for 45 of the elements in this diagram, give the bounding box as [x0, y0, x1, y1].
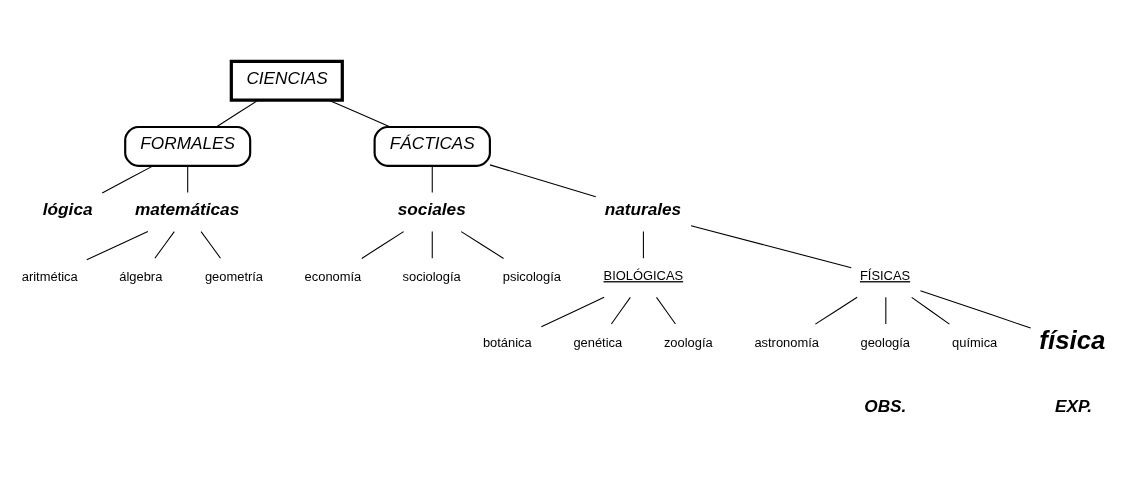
connector	[200, 230, 222, 259]
node-text: geometría	[204, 268, 264, 284]
node-text: sociología	[402, 268, 461, 284]
node-text: botánica	[482, 334, 532, 350]
node-text: sociales	[397, 198, 466, 219]
node-text: química	[952, 334, 998, 350]
label: OBS.	[864, 395, 907, 416]
connector	[460, 230, 505, 259]
node-text: geología	[860, 334, 911, 350]
connector	[814, 296, 858, 325]
node-text: genética	[573, 334, 623, 350]
connector	[328, 99, 391, 128]
connector	[215, 99, 259, 128]
node-text: lógica	[42, 198, 93, 219]
node-text: BIOLÓGICAS	[603, 267, 684, 283]
node-text: matemáticas	[134, 198, 240, 219]
node-text: naturales	[604, 198, 682, 219]
connector	[919, 289, 1032, 329]
node-text: aritmética	[21, 268, 78, 284]
node-text: FÍSICAS	[859, 267, 911, 283]
node-text: física	[1039, 325, 1106, 354]
connector	[154, 230, 175, 259]
connector	[489, 163, 597, 197]
node-text: álgebra	[119, 268, 163, 284]
label: EXP.	[1054, 395, 1092, 416]
connector	[431, 230, 433, 259]
connector	[540, 296, 605, 327]
node-text: zoología	[663, 334, 713, 350]
connector	[911, 296, 950, 325]
node-box: FÁCTICAS	[373, 125, 491, 167]
connector	[655, 296, 676, 324]
node-text: economía	[304, 268, 362, 284]
connector	[361, 230, 405, 259]
connector	[431, 164, 433, 193]
node-text: astronomía	[754, 334, 819, 350]
connector	[885, 296, 887, 324]
connector	[642, 230, 644, 259]
connector	[610, 296, 631, 324]
node-text: psicología	[502, 268, 561, 284]
connector	[187, 164, 189, 193]
connector	[690, 224, 852, 268]
connector	[86, 230, 149, 260]
node-box: FORMALES	[124, 125, 252, 167]
connector	[101, 164, 154, 193]
node-box: CIENCIAS	[229, 59, 344, 102]
